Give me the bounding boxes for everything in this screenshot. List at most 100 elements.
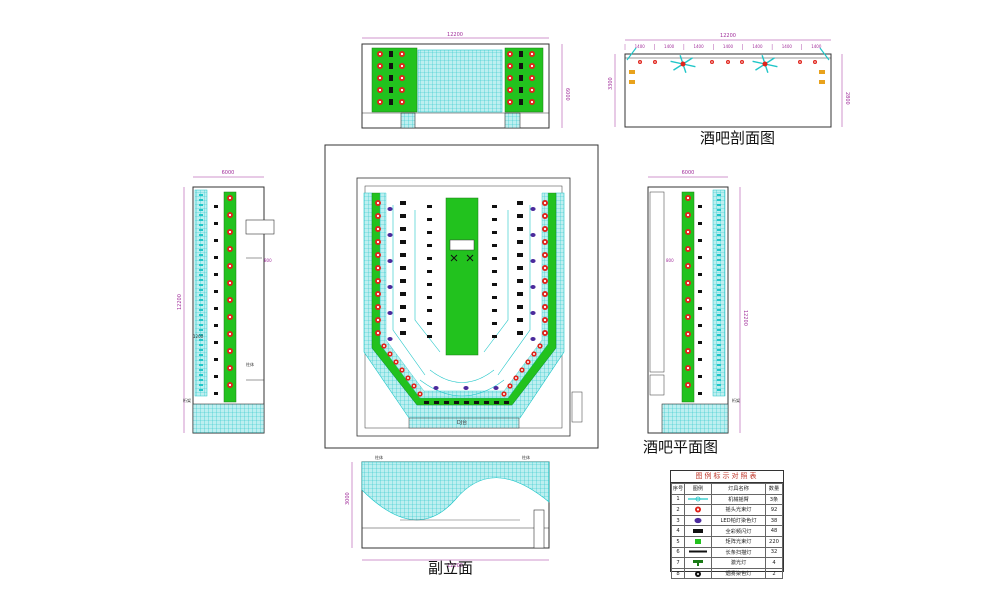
led-par-fixture	[530, 285, 536, 289]
strobe-fixture	[474, 401, 479, 404]
strobe-fixture	[492, 270, 497, 273]
sub-dim-label: 1400	[811, 44, 822, 49]
strobe-fixture	[400, 240, 406, 244]
led-strip-segment	[199, 224, 203, 226]
legend-table: 图例标示对照表 序号 图例 灯具名称 数量 1 机械摇臂 3条 2 摇头光束灯 …	[670, 470, 784, 580]
legend-row-name: LED帕灯染色灯	[711, 514, 766, 527]
bar-plan-view: DJ台	[324, 144, 599, 449]
strobe-fixture	[427, 309, 432, 312]
moving-head-lens	[400, 88, 404, 92]
top-width-dim: 12200	[447, 32, 463, 38]
moving-head-lens	[799, 61, 801, 63]
led-strip-segment	[199, 259, 203, 261]
top-height-dim: 6000	[564, 88, 570, 101]
moving-head-lens	[378, 52, 382, 56]
led-par-fixture	[530, 259, 536, 263]
strobe-fixture	[389, 51, 393, 57]
strobe-fixture	[517, 201, 523, 205]
legend-header-no: 序号	[671, 483, 685, 495]
moving-head-lens	[400, 52, 404, 56]
strobe-fixture	[400, 214, 406, 218]
led-strip-segment	[199, 339, 203, 341]
moving-head-lens	[376, 292, 380, 296]
strobe-fixture	[400, 318, 406, 322]
moving-head-lens	[376, 227, 380, 231]
strobe-fixture	[517, 227, 523, 231]
sub-dim-label: 1400	[635, 44, 646, 49]
side-elevation-view: 12200 3000 柱体 柱体	[345, 454, 550, 569]
led-strip-segment	[199, 249, 203, 251]
moving-head-lens	[376, 240, 380, 244]
truss-icon	[688, 496, 708, 502]
sub-dim-label: 1400	[723, 44, 734, 49]
dj-label: DJ台	[457, 419, 467, 426]
moving-head-lens	[530, 52, 534, 56]
moving-head-lens	[543, 227, 547, 231]
led-strip-segment	[717, 304, 721, 306]
led-strip-segment	[717, 229, 721, 231]
moving-head-lens	[654, 61, 656, 63]
moving-head-lens	[228, 196, 232, 200]
legend-header-symbol: 图例	[684, 483, 712, 495]
led-strip-segment	[199, 204, 203, 206]
led-par-fixture	[530, 337, 536, 341]
legend-row: 4 全彩频闪灯 48	[671, 525, 783, 537]
strobe-fixture	[434, 401, 439, 404]
moving-head-lens	[686, 281, 690, 285]
top-elevation-view: 12200 6000	[361, 32, 570, 129]
led-strip-segment	[199, 309, 203, 311]
strobe-fixture	[698, 256, 702, 259]
sub-dim-label: 1400	[664, 44, 675, 49]
moving-head-lens	[376, 305, 380, 309]
right-truss-label: 桁架	[732, 397, 740, 403]
strobe-fixture	[444, 401, 449, 404]
moving-head-lens	[686, 366, 690, 370]
moving-head-lens	[419, 393, 421, 395]
strobe-fixture	[389, 63, 393, 69]
strobe-fixture	[427, 322, 432, 325]
left-mid-dim: 800	[264, 258, 272, 263]
led-strip-segment	[717, 379, 721, 381]
led-strip-segment	[717, 314, 721, 316]
led-strip-segment	[199, 234, 203, 236]
led-strip-segment	[717, 354, 721, 356]
led-strip-segment	[199, 314, 203, 316]
led-strip-segment	[717, 264, 721, 266]
moving-head-lens	[508, 76, 512, 80]
led-strip-segment	[199, 359, 203, 361]
strobe-fixture	[517, 318, 523, 322]
legend-row-qty: 4	[765, 557, 783, 569]
legend-row: 2 摇头光束灯 92	[671, 504, 783, 516]
moving-head-lens	[376, 318, 380, 322]
laser-icon	[693, 559, 703, 566]
led-strip-segment	[199, 264, 203, 266]
moving-head-lens	[727, 61, 729, 63]
legend-row-no: 6	[671, 546, 685, 559]
moving-head-lens	[741, 61, 743, 63]
strobe-fixture	[427, 218, 432, 221]
moving-head-lens	[639, 61, 641, 63]
elev-height-dim: 3000	[345, 492, 351, 505]
strobe-fixture	[517, 305, 523, 309]
led-strip-segment	[717, 224, 721, 226]
strobe-fixture	[400, 201, 406, 205]
left-truss-label: 桁架	[183, 397, 191, 403]
led-strip-segment	[199, 389, 203, 391]
strobe-fixture	[517, 214, 523, 218]
moving-head-lens	[543, 266, 547, 270]
moving-head-lens	[686, 332, 690, 336]
moving-head-lens	[228, 213, 232, 217]
moving-head-lens	[376, 331, 380, 335]
moving-head-lens	[508, 100, 512, 104]
legend-row: 1 机械摇臂 3条	[671, 493, 783, 506]
led-strip-segment	[717, 369, 721, 371]
led-strip-segment	[717, 299, 721, 301]
strobe-fixture	[400, 279, 406, 283]
moving-head-lens	[376, 279, 380, 283]
legend-row-name: 摇头光束灯	[711, 504, 766, 516]
moving-head-lens	[686, 196, 690, 200]
led-strip-segment	[717, 194, 721, 196]
led-strip-segment	[199, 199, 203, 201]
strobe-fixture	[519, 87, 523, 93]
